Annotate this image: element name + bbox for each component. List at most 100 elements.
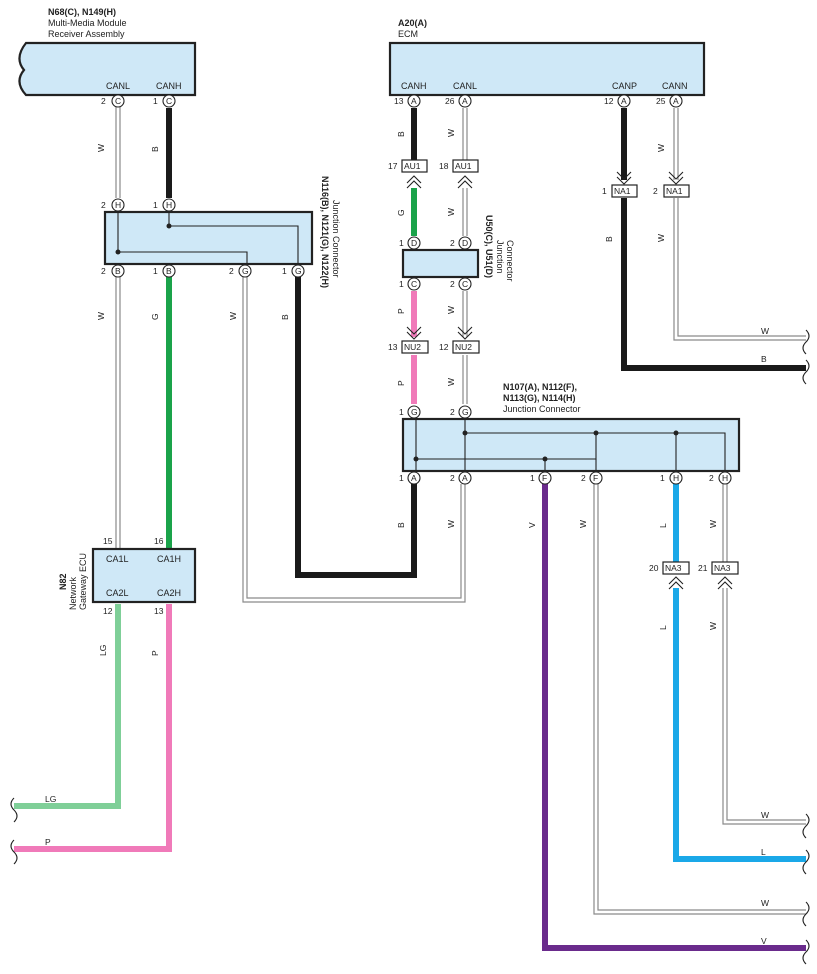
- svg-text:CA1H: CA1H: [157, 554, 181, 564]
- svg-text:G: G: [396, 209, 406, 216]
- svg-text:25: 25: [656, 96, 666, 106]
- svg-text:Receiver Assembly: Receiver Assembly: [48, 29, 125, 39]
- svg-text:L: L: [658, 625, 668, 630]
- connector-nu2-12: NU2 12: [439, 326, 480, 354]
- connector-au1-18: AU1 18: [439, 159, 479, 189]
- wire-canp-out: [621, 198, 806, 371]
- junction-n107: N107(A), N112(F), N113(G), N114(H) Junct…: [401, 382, 741, 473]
- svg-text:1: 1: [153, 266, 158, 276]
- pin-n116-b2: B2: [101, 264, 125, 278]
- svg-text:2: 2: [450, 473, 455, 483]
- pin-a20-cann: A25: [656, 94, 683, 108]
- svg-text:Connector: Connector: [505, 240, 515, 282]
- svg-text:Gateway ECU: Gateway ECU: [78, 553, 88, 610]
- svg-text:ECM: ECM: [398, 29, 418, 39]
- junction-u50: U50(C), U51(D) Junction Connector: [401, 215, 515, 282]
- svg-text:CA2L: CA2L: [106, 588, 129, 598]
- pin-n107-a1: A1: [399, 471, 421, 485]
- svg-text:B: B: [280, 314, 290, 320]
- svg-text:D: D: [411, 238, 417, 248]
- pin-n107-g1: G1: [399, 405, 421, 419]
- svg-text:Junction Connector: Junction Connector: [503, 404, 581, 414]
- svg-text:2: 2: [101, 200, 106, 210]
- svg-text:1: 1: [153, 200, 158, 210]
- svg-text:F: F: [542, 473, 547, 483]
- ecm-module: A20(A) ECM CANH CANL CANP CANN: [388, 18, 706, 97]
- svg-text:1: 1: [399, 473, 404, 483]
- svg-text:W: W: [761, 810, 769, 820]
- svg-text:A20(A): A20(A): [398, 18, 427, 28]
- svg-text:H: H: [673, 473, 679, 483]
- wire-n107-f1: [542, 484, 806, 951]
- pin-n107-h1: H1: [660, 471, 683, 485]
- pin-n107-h2: H2: [709, 471, 732, 485]
- svg-text:NA3: NA3: [714, 563, 731, 573]
- svg-text:C: C: [115, 96, 121, 106]
- svg-text:W: W: [96, 144, 106, 152]
- svg-text:B: B: [396, 522, 406, 528]
- svg-text:P: P: [45, 837, 51, 847]
- svg-text:CANH: CANH: [401, 81, 427, 91]
- svg-text:W: W: [761, 326, 769, 336]
- wire-n116-g2: [242, 277, 466, 603]
- svg-text:B: B: [761, 354, 767, 364]
- pin-u50-c2: C2: [450, 277, 472, 291]
- pin-n116-b1: B1: [153, 264, 176, 278]
- svg-text:H: H: [115, 200, 121, 210]
- svg-text:NA3: NA3: [665, 563, 682, 573]
- svg-text:CANL: CANL: [106, 81, 130, 91]
- wire-n82-lg: [14, 604, 121, 809]
- svg-text:NA1: NA1: [666, 186, 683, 196]
- pin-u51-d1: D1: [399, 236, 421, 250]
- svg-text:1: 1: [399, 407, 404, 417]
- svg-text:12: 12: [604, 96, 614, 106]
- network-gateway-ecu: CA1L CA1H CA2L CA2H N82 Network Gateway …: [58, 536, 197, 616]
- wire-n107-f2: [593, 484, 806, 915]
- svg-text:H: H: [166, 200, 172, 210]
- pin-a20-canp: A12: [604, 94, 631, 108]
- svg-text:N82: N82: [58, 573, 68, 590]
- pin-n116-g1: G1: [282, 264, 305, 278]
- svg-text:W: W: [656, 234, 666, 242]
- svg-text:V: V: [761, 936, 767, 946]
- svg-text:1: 1: [399, 238, 404, 248]
- svg-text:18: 18: [439, 161, 449, 171]
- wire-l-out: [673, 588, 806, 862]
- svg-text:1: 1: [399, 279, 404, 289]
- svg-text:12: 12: [439, 342, 449, 352]
- pin-n107-a2: A2: [450, 471, 472, 485]
- svg-text:CANH: CANH: [156, 81, 182, 91]
- svg-text:CANL: CANL: [453, 81, 477, 91]
- pin-n107-f1: F1: [530, 471, 552, 485]
- svg-text:B: B: [166, 266, 172, 276]
- svg-text:N107(A), N112(F),: N107(A), N112(F),: [503, 382, 577, 392]
- svg-text:P: P: [150, 650, 160, 656]
- svg-text:G: G: [462, 407, 469, 417]
- connector-nu2-13: NU2 13: [388, 326, 429, 354]
- svg-text:AU1: AU1: [404, 161, 421, 171]
- svg-text:W: W: [708, 520, 718, 528]
- svg-text:C: C: [411, 279, 417, 289]
- n68-id: N68(C), N149(H): [48, 7, 116, 17]
- svg-text:G: G: [295, 266, 302, 276]
- pin-u51-d2: D2: [450, 236, 472, 250]
- svg-text:1: 1: [530, 473, 535, 483]
- svg-text:AU1: AU1: [455, 161, 472, 171]
- svg-text:Junction: Junction: [495, 240, 505, 274]
- wire-w-out: [722, 588, 806, 825]
- svg-text:2: 2: [229, 266, 234, 276]
- svg-text:Multi-Media Module: Multi-Media Module: [48, 18, 127, 28]
- svg-text:B: B: [150, 146, 160, 152]
- svg-text:A: A: [462, 96, 468, 106]
- svg-text:LG: LG: [45, 794, 56, 804]
- multimedia-module: N68(C), N149(H) Multi-Media Module Recei…: [18, 7, 197, 97]
- svg-text:H: H: [722, 473, 728, 483]
- svg-text:A: A: [411, 96, 417, 106]
- connector-na3-20: NA3 20: [649, 561, 690, 590]
- svg-text:G: G: [411, 407, 418, 417]
- svg-text:CANP: CANP: [612, 81, 637, 91]
- svg-text:V: V: [527, 522, 537, 528]
- svg-text:W: W: [446, 208, 456, 216]
- svg-text:2: 2: [101, 96, 106, 106]
